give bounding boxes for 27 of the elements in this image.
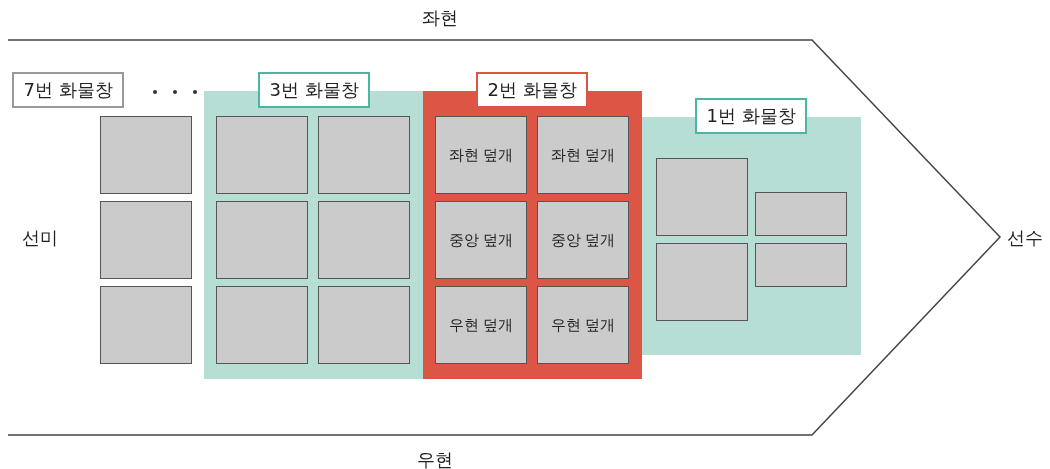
hatch-cover-box bbox=[100, 286, 192, 364]
side-label: 우현 bbox=[417, 448, 453, 469]
hatch-cover-box bbox=[216, 201, 308, 279]
hatch-cover-box bbox=[755, 243, 847, 287]
hatch-cover-box bbox=[100, 116, 192, 194]
hold-label: 7번 화물창 bbox=[12, 72, 124, 108]
hold-label: 1번 화물창 bbox=[695, 98, 807, 134]
side-label: 선수 bbox=[1007, 226, 1043, 250]
hatch-cover-box bbox=[755, 192, 847, 236]
side-label: 선미 bbox=[22, 226, 58, 250]
hatch-cover-box bbox=[318, 116, 410, 194]
hatch-cover: 중앙 덮개 bbox=[537, 201, 629, 279]
hatch-cover: 우현 덮개 bbox=[537, 286, 629, 364]
hatch-cover-box bbox=[318, 286, 410, 364]
hold-label: 3번 화물창 bbox=[258, 72, 370, 108]
hatch-cover: 우현 덮개 bbox=[435, 286, 527, 364]
hatch-cover: 좌현 덮개 bbox=[435, 116, 527, 194]
hatch-cover-box bbox=[100, 201, 192, 279]
hatch-cover-box bbox=[656, 243, 748, 321]
side-label: 좌현 bbox=[422, 6, 458, 30]
hold-label: 2번 화물창 bbox=[476, 72, 588, 108]
hatch-cover: 좌현 덮개 bbox=[537, 116, 629, 194]
hatch-cover-box bbox=[216, 116, 308, 194]
hatch-cover-box bbox=[318, 201, 410, 279]
hatch-cover: 중앙 덮개 bbox=[435, 201, 527, 279]
hatch-cover-box bbox=[656, 158, 748, 236]
hatch-cover-box bbox=[216, 286, 308, 364]
